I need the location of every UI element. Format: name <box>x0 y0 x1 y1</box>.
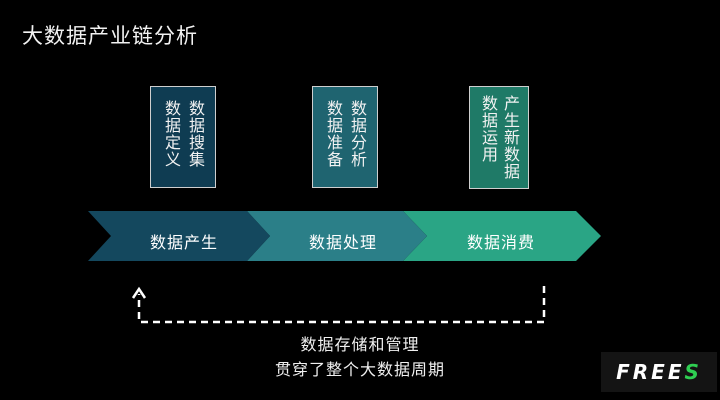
card-data-processing: 数据分析 数据准备 <box>312 86 378 188</box>
logo-text: FREES <box>616 360 702 384</box>
card-column: 数据分析 <box>348 100 367 168</box>
stage-label-processing: 数据处理 <box>309 233 378 252</box>
stage-label-consumption: 数据消费 <box>467 233 536 252</box>
stage-chevron-consumption <box>403 211 601 261</box>
card-column: 产生新数据 <box>501 95 520 180</box>
stage-label-generation: 数据产生 <box>150 233 219 252</box>
caption-line-2: 贯穿了整个大数据周期 <box>274 360 445 379</box>
card-data-generation: 数据搜集 数据定义 <box>150 86 216 188</box>
card-column: 数据定义 <box>162 100 181 168</box>
brand-logo: FREES <box>601 352 717 392</box>
lifecycle-arrow-head <box>131 286 147 299</box>
stage-chevron-generation <box>88 211 270 261</box>
card-column: 数据搜集 <box>186 100 205 168</box>
card-data-consumption: 产生新数据 数据运用 <box>469 86 529 189</box>
caption-line-1: 数据存储和管理 <box>300 335 420 354</box>
slide-title: 大数据产业链分析 <box>22 24 198 48</box>
stage-chevron-processing <box>247 211 427 261</box>
card-column: 数据运用 <box>479 95 498 163</box>
lifecycle-loop-line <box>137 286 546 324</box>
card-column: 数据准备 <box>324 100 343 168</box>
